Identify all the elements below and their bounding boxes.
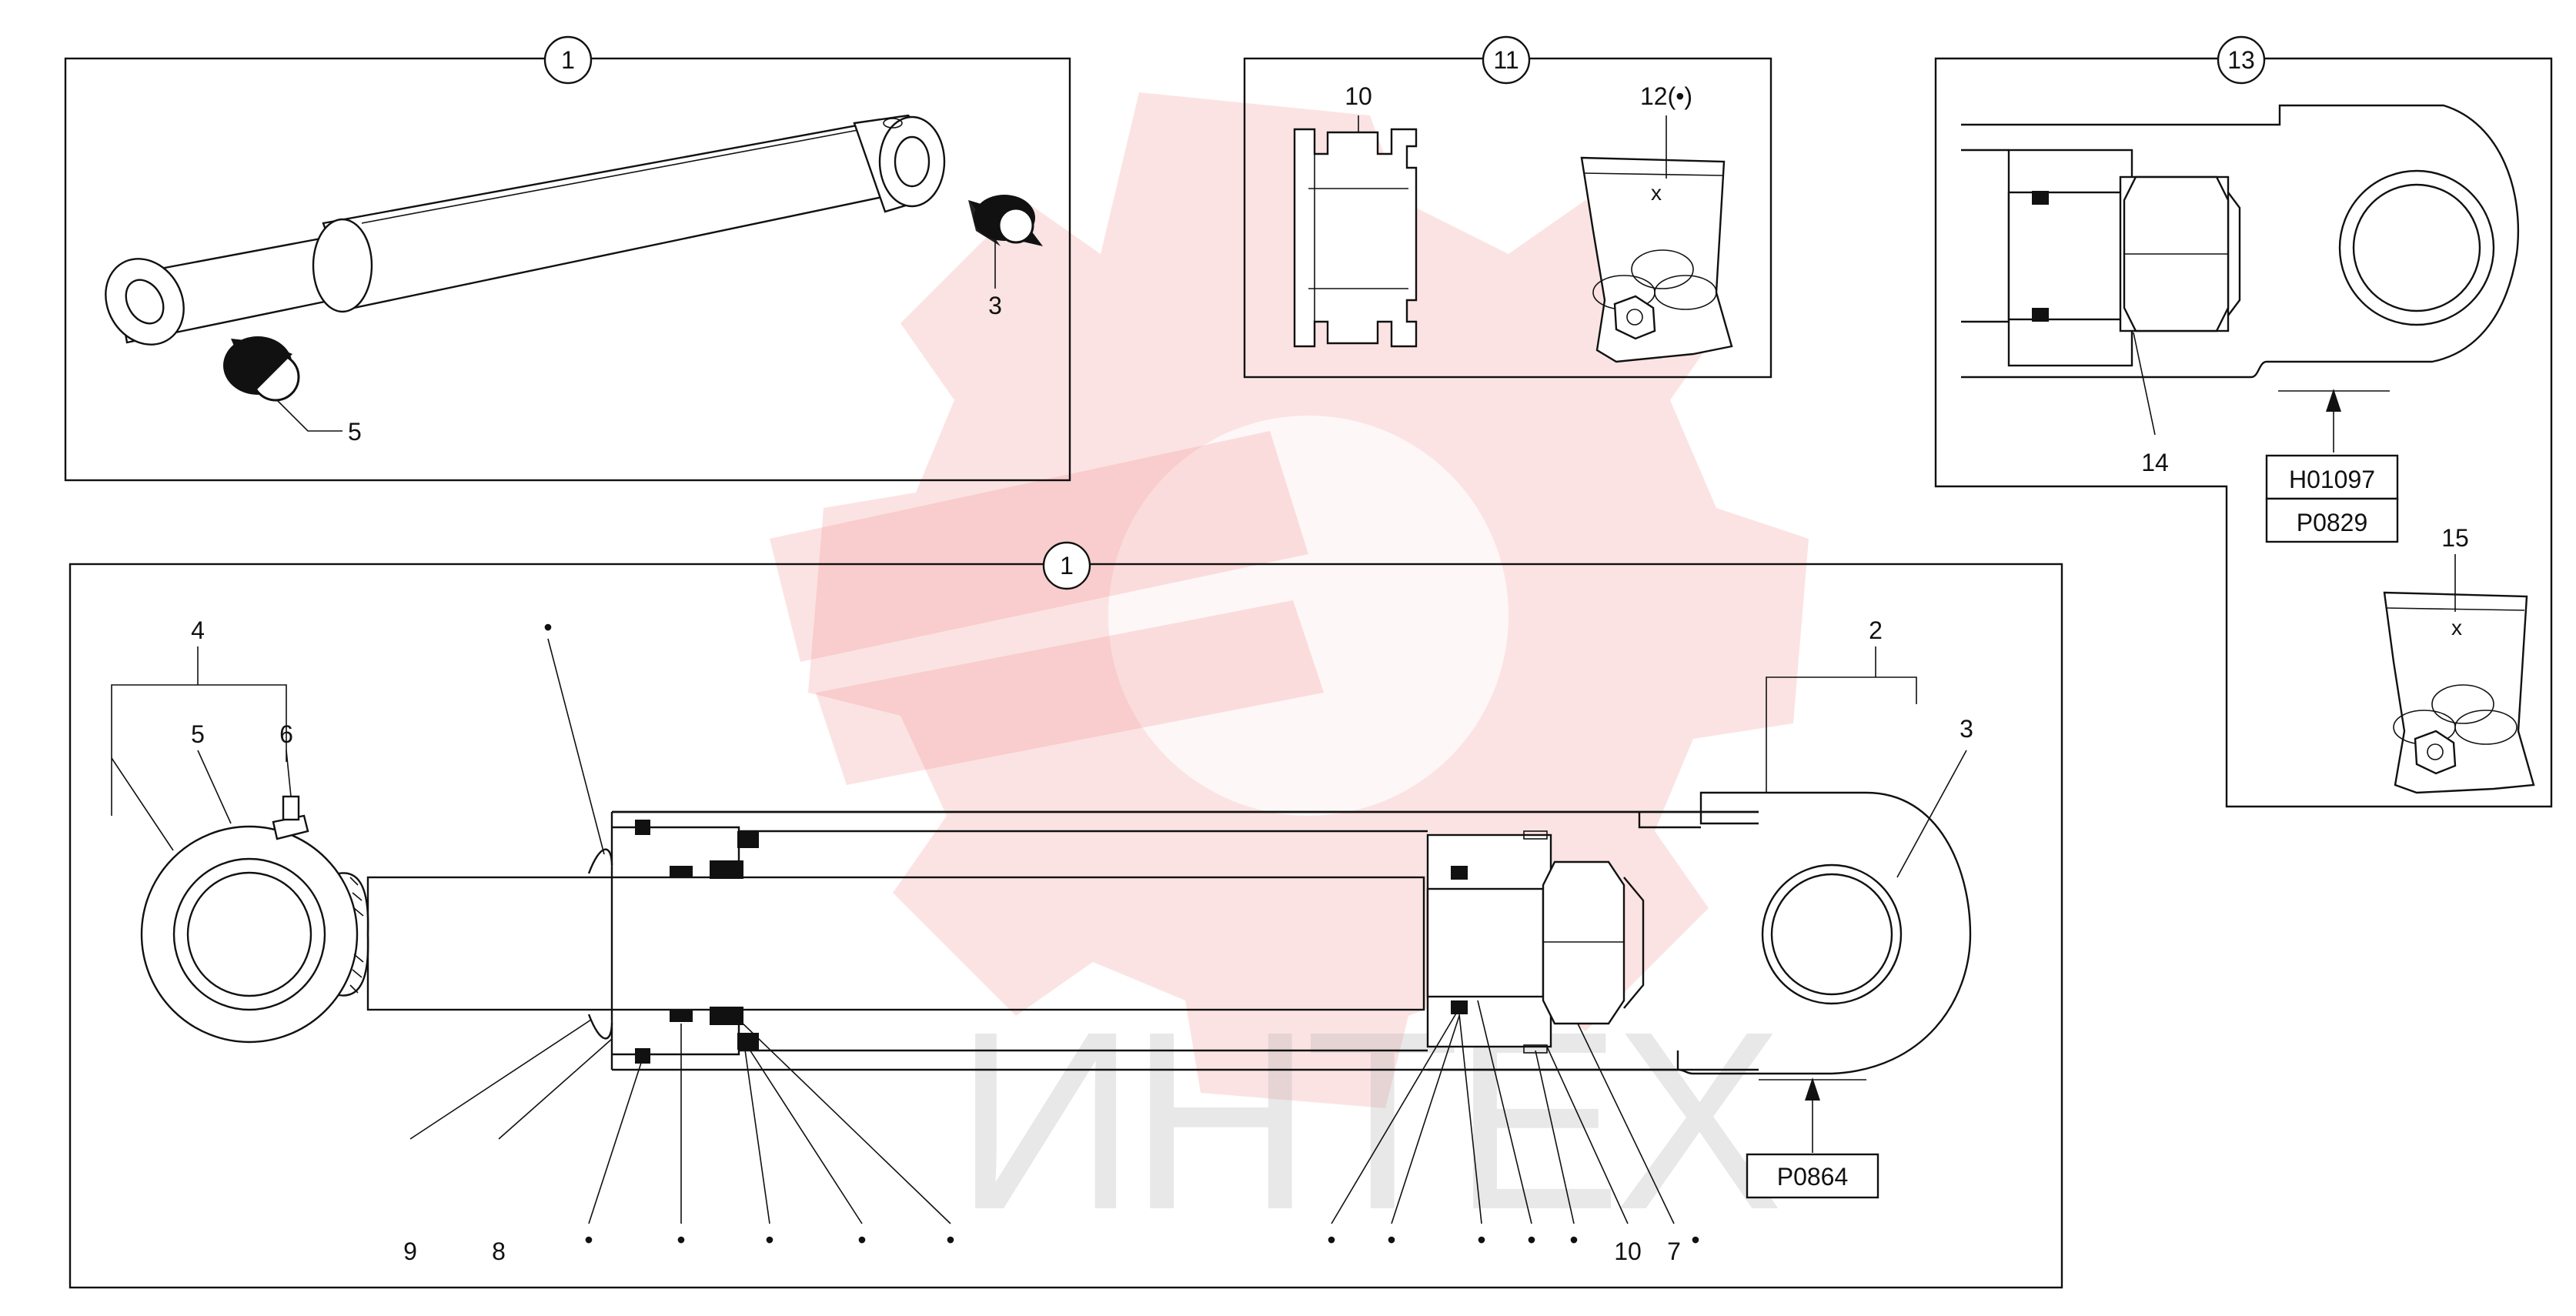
rod-end-detail-illustration	[1961, 104, 2520, 379]
panel-top-left-number: 1	[561, 46, 575, 74]
bushing-5-illustration	[223, 336, 300, 402]
panel-top-middle: 11 10 x 12(•)	[1243, 35, 1772, 379]
label-6-main: 6	[279, 720, 293, 748]
bullet-seal-9: •	[1527, 1226, 1535, 1254]
label-12-kit: 12(•)	[1640, 82, 1692, 110]
label-10-kit: 10	[1345, 82, 1372, 110]
watermark-text: ИНТЕХ	[954, 978, 1781, 1262]
bullet-seal-8: •	[1477, 1226, 1485, 1254]
label-10-main: 10	[1614, 1238, 1642, 1265]
bullet-seal-1: •	[584, 1226, 593, 1254]
panel-top-right-number: 13	[2227, 46, 2255, 74]
label-5-top: 5	[348, 418, 362, 446]
seal-profile-10-illustration	[1293, 128, 1418, 348]
svg-text:x: x	[1651, 181, 1662, 205]
panel-top-middle-number: 11	[1493, 46, 1519, 74]
ref-box-h01097: H01097	[2289, 466, 2375, 493]
bullet-seal-7: •	[1387, 1226, 1395, 1254]
bullet-seal-4: •	[857, 1226, 866, 1254]
label-3-top: 3	[988, 292, 1002, 319]
label-2-main: 2	[1869, 616, 1883, 644]
watermark-logo	[770, 92, 1809, 1108]
label-7-main: 7	[1667, 1238, 1681, 1265]
bushing-3-illustration	[968, 195, 1043, 246]
panel-top-left: 1 3 5	[64, 35, 1071, 482]
seal-kit-bag-15-illustration: x	[2383, 591, 2535, 794]
cylinder-eye-left	[140, 795, 369, 1044]
label-5-main: 5	[191, 720, 205, 748]
cylinder-eye-right	[612, 791, 1972, 1075]
cylinder-tube	[587, 810, 1759, 1075]
bullet-seal-6: •	[1327, 1226, 1335, 1254]
label-4-main: 4	[191, 616, 205, 644]
bullet-seal-5: •	[946, 1226, 954, 1254]
label-15: 15	[2441, 524, 2469, 552]
label-9-main: 9	[403, 1238, 417, 1265]
panel-top-right: 13 14 H01097 P0829	[1934, 35, 2553, 808]
bullet-seal-3: •	[765, 1226, 773, 1254]
seal-kit-bag-12-illustration: x	[1580, 156, 1733, 363]
bullet-seal-11: •	[1691, 1226, 1699, 1254]
ref-box-p0829: P0829	[2297, 509, 2368, 536]
ref-box-p0864: P0864	[1777, 1163, 1849, 1191]
panel-main: 1	[68, 541, 2063, 1289]
bullet-seal-10: •	[1569, 1226, 1578, 1254]
label-8-main: 8	[492, 1238, 506, 1265]
cylinder-assembly-illustration	[105, 114, 946, 346]
bullet-seal-2: •	[677, 1226, 685, 1254]
label-3-main: 3	[1960, 715, 1973, 743]
label-14: 14	[2141, 449, 2169, 476]
svg-text:x: x	[2451, 616, 2462, 640]
panel-main-number: 1	[1060, 552, 1074, 580]
bullet-gland-top: •	[543, 613, 552, 641]
